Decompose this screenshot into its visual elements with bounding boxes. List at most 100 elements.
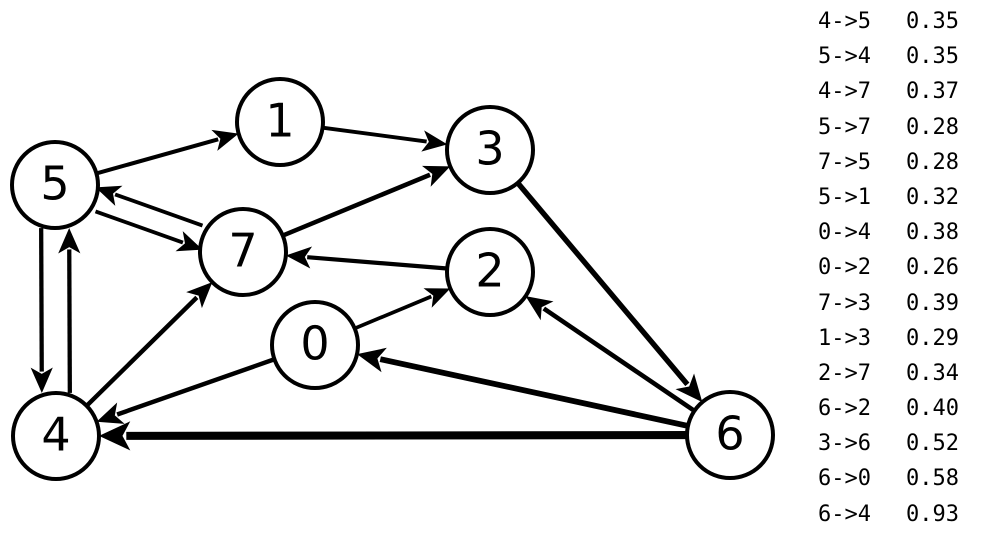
arrowhead-icon <box>421 165 451 187</box>
edge-name: 7->5 <box>818 149 871 175</box>
edge-name: 7->3 <box>818 290 871 316</box>
edge-list-row: 7->5 0.28 <box>818 145 959 180</box>
node-3: 3 <box>445 105 535 195</box>
edge-line <box>39 228 44 372</box>
edge-weight: 0.28 <box>906 114 959 140</box>
edge-weight: 0.52 <box>906 431 959 457</box>
arrowhead-icon <box>421 130 448 152</box>
edge-weight: 0.34 <box>906 360 959 386</box>
edge-line <box>126 431 688 440</box>
node-layer: 0 1 2 3 4 5 6 7 <box>10 77 775 481</box>
node-label: 3 <box>475 122 504 176</box>
edge-name: 5->1 <box>818 184 871 210</box>
edge-weight: 0.32 <box>906 184 959 210</box>
edge-list-row: 1->3 0.29 <box>818 321 959 356</box>
arrowhead-icon <box>175 231 203 252</box>
edge-3-6 <box>515 181 703 403</box>
edge-line <box>542 306 696 413</box>
edge-list-row: 5->1 0.32 <box>818 180 959 215</box>
node-circle <box>685 390 775 480</box>
node-circle <box>270 300 360 390</box>
edge-2-7 <box>285 246 448 271</box>
arrowhead-icon <box>58 227 81 254</box>
node-circle <box>235 77 325 167</box>
edge-line <box>281 172 431 238</box>
node-circle <box>198 207 288 297</box>
node-label: 0 <box>300 317 329 371</box>
edge-weight: 0.35 <box>906 44 959 70</box>
node-label: 6 <box>715 407 744 461</box>
edge-line <box>94 209 184 245</box>
edge-name: 4->5 <box>818 9 871 34</box>
edge-line <box>95 137 219 176</box>
arrowhead-icon <box>285 246 313 269</box>
edge-name: 1->3 <box>818 325 871 351</box>
node-circle <box>445 105 535 195</box>
arrowhead-icon <box>95 185 123 206</box>
node-label: 7 <box>228 224 257 278</box>
node-circle <box>11 391 101 481</box>
edge-name: 5->4 <box>818 44 871 70</box>
edge-5-7 <box>94 209 203 252</box>
edge-weight: 0.38 <box>906 220 959 246</box>
edge-list-row: 6->2 0.40 <box>818 391 959 426</box>
edge-4-7 <box>85 282 213 408</box>
arrowhead-icon <box>98 421 131 451</box>
edge-list-row: 6->4 0.93 <box>818 497 959 532</box>
node-2: 2 <box>445 227 535 317</box>
arrowhead-icon <box>525 296 554 321</box>
arrowhead-icon <box>211 129 239 151</box>
node-1: 1 <box>235 77 325 167</box>
edge-4-5 <box>58 227 81 393</box>
edge-list-row: 0->4 0.38 <box>818 215 959 250</box>
node-5: 5 <box>10 140 100 230</box>
node-label: 5 <box>40 157 69 211</box>
node-0: 0 <box>270 300 360 390</box>
edge-line <box>322 125 427 144</box>
edge-weight: 0.28 <box>906 149 959 175</box>
edge-name: 2->7 <box>818 360 871 386</box>
edge-line <box>353 294 433 331</box>
edge-6-0 <box>357 347 689 429</box>
arrowhead-icon <box>186 282 213 309</box>
edge-5-4 <box>30 228 53 394</box>
arrowhead-icon <box>423 288 451 308</box>
edge-list-row: 2->7 0.34 <box>818 356 959 391</box>
node-6: 6 <box>685 390 775 480</box>
node-circle <box>10 140 100 230</box>
edge-list-row: 3->6 0.52 <box>818 426 959 461</box>
node-label: 1 <box>265 94 294 148</box>
edge-weight: 0.93 <box>906 501 959 527</box>
edge-name: 0->4 <box>818 220 871 246</box>
edge-6-2 <box>525 296 696 413</box>
edge-name: 5->7 <box>818 114 871 140</box>
edge-weight: 0.40 <box>906 396 959 422</box>
node-label: 2 <box>475 244 504 298</box>
edge-5-1 <box>95 129 239 176</box>
edge-line <box>379 356 689 429</box>
node-4: 4 <box>11 391 101 481</box>
edge-weight: 0.29 <box>906 325 959 351</box>
node-7: 7 <box>198 207 288 297</box>
edge-name: 6->4 <box>818 501 871 527</box>
arrowhead-icon <box>96 402 125 424</box>
edge-0-4 <box>96 357 276 424</box>
edge-7-3 <box>281 165 451 238</box>
edge-line <box>515 181 690 387</box>
arrowhead-icon <box>357 347 387 373</box>
edge-name: 0->2 <box>818 255 871 281</box>
edge-list-row: 5->7 0.28 <box>818 110 959 145</box>
edge-name: 6->2 <box>818 396 871 422</box>
arrowhead-icon <box>675 373 703 403</box>
edge-weight: 0.37 <box>906 79 959 105</box>
edge-1-3 <box>322 125 448 152</box>
graph-diagram: 0 1 2 3 4 5 6 7 <box>10 77 775 481</box>
edge-name: 3->6 <box>818 431 871 457</box>
edge-line <box>85 295 199 408</box>
edge-list-row: 5->4 0.35 <box>818 39 959 74</box>
